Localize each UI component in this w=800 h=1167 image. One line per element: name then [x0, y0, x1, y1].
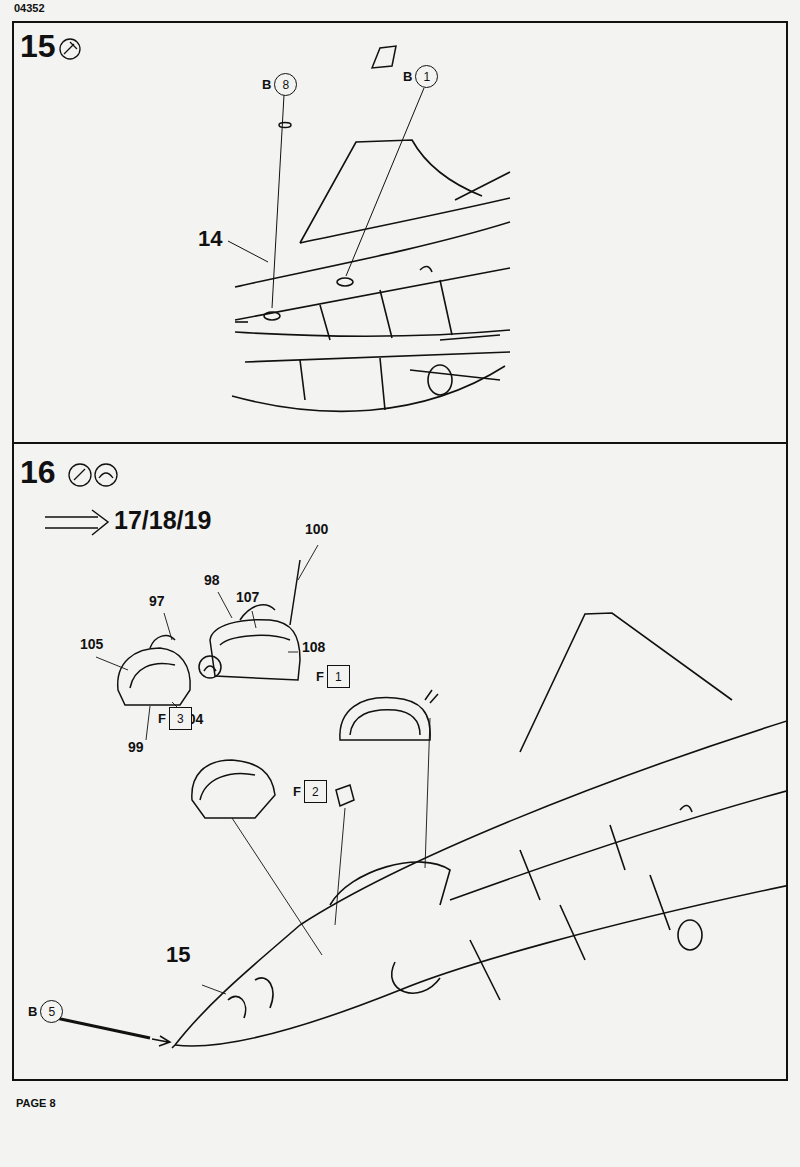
page-code: 04352 [14, 3, 45, 14]
part-number: 105 [80, 637, 103, 651]
part-number: 2 [304, 780, 327, 803]
part-number: 5 [40, 1000, 63, 1023]
part-number: 98 [204, 573, 220, 587]
part-reference-box: F2 [293, 780, 327, 803]
page-number: PAGE 8 [16, 1098, 56, 1109]
callout-number: 15 [166, 944, 190, 966]
part-number: 99 [128, 740, 144, 754]
part-reference-box: F1 [316, 665, 350, 688]
part-number: 100 [305, 522, 328, 536]
part-number: 97 [149, 594, 165, 608]
sprue-letter: B [403, 70, 412, 83]
callout-number: 14 [198, 228, 222, 250]
sprue-letter: B [28, 1005, 37, 1018]
step-reference: 17/18/19 [114, 508, 211, 533]
part-number: 108 [302, 640, 325, 654]
part-reference-box: F3 [158, 707, 192, 730]
sprue-letter: F [316, 670, 324, 683]
part-number: 107 [236, 590, 259, 604]
part-number: 1 [415, 65, 438, 88]
part-number: 1 [327, 665, 350, 688]
part-reference-circle: B1 [403, 65, 438, 88]
sprue-letter: F [158, 712, 166, 725]
part-number: 8 [274, 73, 297, 96]
part-number: 3 [169, 707, 192, 730]
sprue-letter: F [293, 785, 301, 798]
step-number: 16 [20, 456, 56, 488]
part-reference-circle: B8 [262, 73, 297, 96]
sprue-letter: B [262, 78, 271, 91]
part-reference-circle: B5 [28, 1000, 63, 1023]
step-number: 15 [20, 30, 56, 62]
